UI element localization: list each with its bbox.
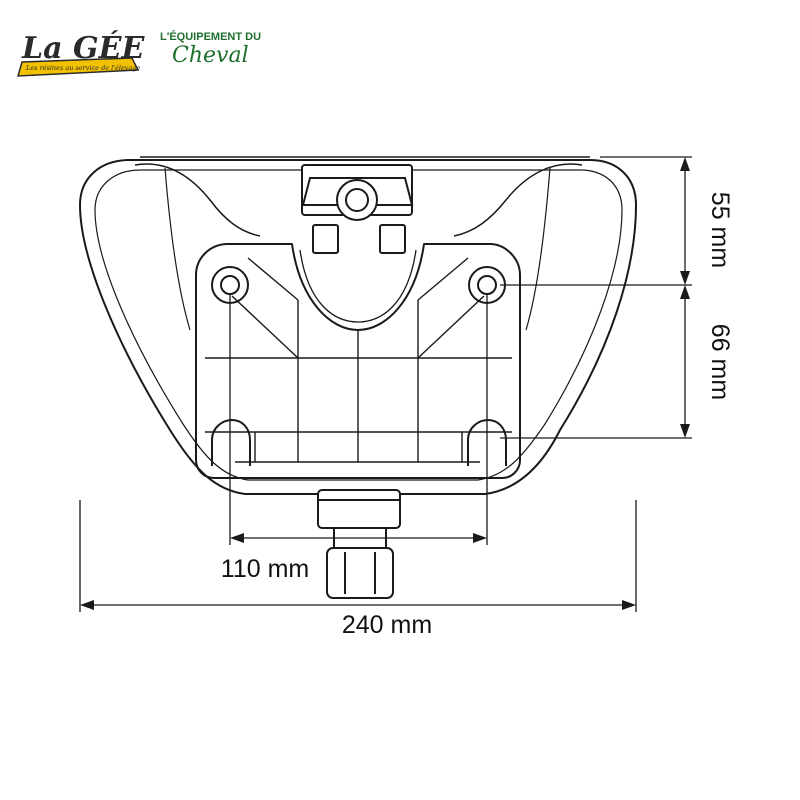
partner-line-1: L'ÉQUIPEMENT DU: [160, 30, 261, 43]
logo-badge: [16, 57, 140, 77]
right-inner-fold: [525, 167, 551, 331]
valve-assembly: [301, 164, 414, 254]
dimension-lines: [79, 156, 692, 612]
left-shoulder: [134, 163, 261, 237]
plate-arch-inner: [299, 249, 417, 323]
valve-foot-right: [379, 224, 406, 254]
plate-outline: [195, 243, 521, 479]
drain-collar: [317, 489, 401, 529]
width-arrow-left: [80, 600, 94, 610]
outer-bowl-inner-rim: [94, 169, 623, 481]
mount-slot-right: [467, 419, 507, 466]
width-label: 240 mm: [342, 611, 432, 639]
hole-spacing-label: 66 mm: [706, 324, 734, 400]
drain-fitting: [317, 489, 401, 599]
partner-line-2: Cheval: [172, 43, 249, 68]
mount-arrow-right: [473, 533, 487, 543]
logo-main-text: La GÉE: [21, 30, 145, 66]
plate-ribs: [205, 257, 512, 463]
mount-hole-right-inner: [477, 275, 497, 295]
mount-slot-left: [211, 419, 251, 466]
valve-nut-inner: [345, 188, 369, 212]
partner-logo: L'ÉQUIPEMENT DU Cheval: [160, 30, 261, 68]
mount-hole-left-inner: [220, 275, 240, 295]
left-inner-fold: [164, 167, 191, 331]
logo-tagline: Les résines au service de l'élevage: [25, 64, 141, 72]
lower-mount-slots: [211, 419, 507, 466]
right-shoulder: [453, 163, 583, 237]
valve-foot-left: [312, 224, 339, 254]
top-to-holes-label: 55 mm: [706, 192, 734, 268]
mount-spacing-label: 110 mm: [221, 555, 309, 583]
brand-logo: La GÉE Les résines au service de l'éleva…: [16, 30, 145, 77]
width-arrow-right: [622, 600, 636, 610]
mounting-plate: [195, 243, 521, 479]
upper-mount-holes: [211, 266, 506, 304]
mount-arrow-left: [230, 533, 244, 543]
drain-nut: [326, 547, 394, 599]
